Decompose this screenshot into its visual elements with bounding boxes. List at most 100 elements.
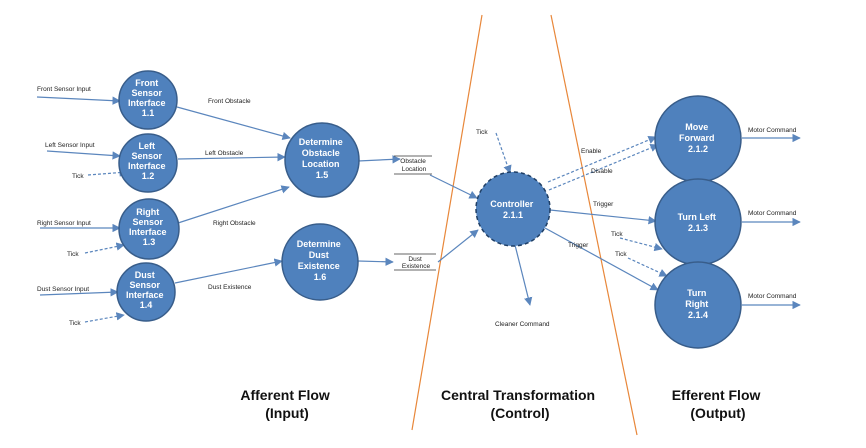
node-line: 1.5	[316, 170, 329, 180]
node-line: Forward	[679, 133, 715, 143]
label-right-sensor-input: Right Sensor Input	[37, 220, 91, 227]
flow-left-sensor-input	[46, 150, 121, 160]
node-1-3-label: Right Sensor Interface 1.3	[129, 207, 169, 247]
node-line: Sensor	[129, 280, 160, 290]
store-obstacle-location-label: Obstacle Location	[400, 158, 427, 173]
label-disable: Disable	[591, 168, 613, 175]
flow-front-sensor-input	[36, 96, 121, 105]
node-1-4-label: Dust Sensor Interface 1.4	[126, 270, 166, 310]
label-dust-existence: Dust Existence	[208, 284, 252, 291]
store-line: Dust	[408, 256, 422, 263]
flow-cleaner-command	[514, 244, 533, 306]
node-line: Sensor	[131, 88, 162, 98]
node-line: 2.1.1	[503, 210, 523, 220]
node-1-1-label: Front Sensor Interface 1.1	[128, 78, 168, 118]
node-line: Right	[136, 207, 159, 217]
label-tick-controller: Tick	[476, 129, 488, 136]
node-1-4-circle	[116, 262, 176, 322]
node-2-1-4-circle	[654, 261, 742, 349]
node-line: 2.1.2	[688, 144, 708, 154]
region-efferent-title: Efferent Flow (Output)	[672, 387, 765, 421]
node-1-6-circle	[281, 223, 359, 301]
node-2-1-1-label: Controller 2.1.1	[490, 199, 536, 220]
node-line: Right	[685, 299, 708, 309]
region-line: Efferent Flow	[672, 387, 761, 403]
region-afferent-title: Afferent Flow (Input)	[240, 387, 333, 421]
store-line: Location	[402, 166, 427, 173]
node-line: Controller	[490, 199, 533, 209]
flow-tick-1-4	[84, 312, 125, 323]
node-line: Dust	[309, 250, 329, 260]
node-line: 2.1.3	[688, 223, 708, 233]
node-1-2-circle	[118, 133, 178, 193]
node-line: Move	[685, 122, 708, 132]
node-line: Determine	[299, 137, 343, 147]
label-tick-2-1-4: Tick	[615, 251, 627, 258]
flow-trigger-turn-left	[549, 209, 657, 225]
node-line: Interface	[128, 161, 166, 171]
node-2-1-4-label: Turn Right 2.1.4	[685, 288, 711, 320]
flow-dust-existence	[174, 258, 283, 284]
label-tick-1-4: Tick	[69, 320, 81, 327]
flow-obstacle-location-to-controller	[429, 174, 478, 199]
node-1-1-circle	[118, 70, 178, 130]
label-front-sensor-input: Front Sensor Input	[37, 86, 91, 93]
node-2-1-3-label: Turn Left 2.1.3	[678, 212, 719, 233]
store-line: Obstacle	[400, 158, 426, 165]
flow-front-obstacle	[176, 106, 291, 141]
region-line: Central Transformation	[441, 387, 595, 403]
label-motor-command-2: Motor Command	[748, 210, 797, 217]
region-line: Afferent Flow	[240, 387, 330, 403]
node-line: 1.4	[140, 300, 153, 310]
label-trigger-2: Trigger	[568, 242, 589, 249]
node-line: 1.3	[143, 237, 156, 247]
flow-right-obstacle	[177, 185, 290, 224]
flow-trigger-turn-right	[544, 227, 659, 291]
label-motor-command-3: Motor Command	[748, 293, 797, 300]
node-line: Location	[302, 159, 340, 169]
label-tick-1-3: Tick	[67, 251, 79, 258]
node-line: Determine	[297, 239, 341, 249]
label-left-sensor-input: Left Sensor Input	[45, 142, 95, 149]
node-line: Existence	[298, 261, 340, 271]
node-line: Turn Left	[678, 212, 716, 222]
label-right-obstacle: Right Obstacle	[213, 220, 256, 227]
flow-tick-controller	[495, 132, 512, 174]
node-line: Left	[138, 141, 155, 151]
node-1-5-circle	[284, 122, 360, 198]
boundary-line-right	[550, 14, 638, 436]
node-line: 1.6	[314, 272, 327, 282]
flow-tick-2-1-4	[627, 257, 668, 277]
label-front-obstacle: Front Obstacle	[208, 98, 251, 105]
flow-enable	[547, 136, 657, 183]
node-line: Front	[135, 78, 158, 88]
node-line: 1.2	[142, 171, 155, 181]
region-line: (Control)	[490, 405, 549, 421]
store-dust-existence-label: Dust Existence	[402, 256, 431, 270]
node-1-5-label: Determine Obstacle Location 1.5	[299, 137, 346, 180]
node-1-3-circle	[118, 198, 180, 260]
flow-left-obstacle	[177, 152, 286, 162]
node-line: 2.1.4	[688, 310, 708, 320]
node-line: 1.1	[142, 108, 155, 118]
region-line: (Input)	[265, 405, 309, 421]
node-1-6-label: Determine Dust Existence 1.6	[297, 239, 344, 282]
node-line: Interface	[129, 227, 167, 237]
node-line: Sensor	[132, 217, 163, 227]
label-tick-2-1-3: Tick	[611, 231, 623, 238]
region-central-title: Central Transformation (Control)	[441, 387, 599, 421]
label-motor-command-1: Motor Command	[748, 127, 797, 134]
label-cleaner-command: Cleaner Command	[495, 321, 550, 328]
node-line: Sensor	[131, 151, 162, 161]
label-tick-1-2: Tick	[72, 173, 84, 180]
node-line: Interface	[126, 290, 164, 300]
node-line: Interface	[128, 98, 166, 108]
flow-tick-1-3	[84, 242, 125, 254]
node-line: Obstacle	[302, 148, 340, 158]
flow-tick-2-1-3	[619, 237, 663, 252]
flow-dust-existence-to-controller	[437, 229, 479, 263]
label-trigger-1: Trigger	[593, 201, 614, 208]
region-line: (Output)	[690, 405, 745, 421]
label-dust-sensor-input: Dust Sensor Input	[37, 286, 89, 293]
node-2-1-3-circle	[654, 178, 742, 266]
